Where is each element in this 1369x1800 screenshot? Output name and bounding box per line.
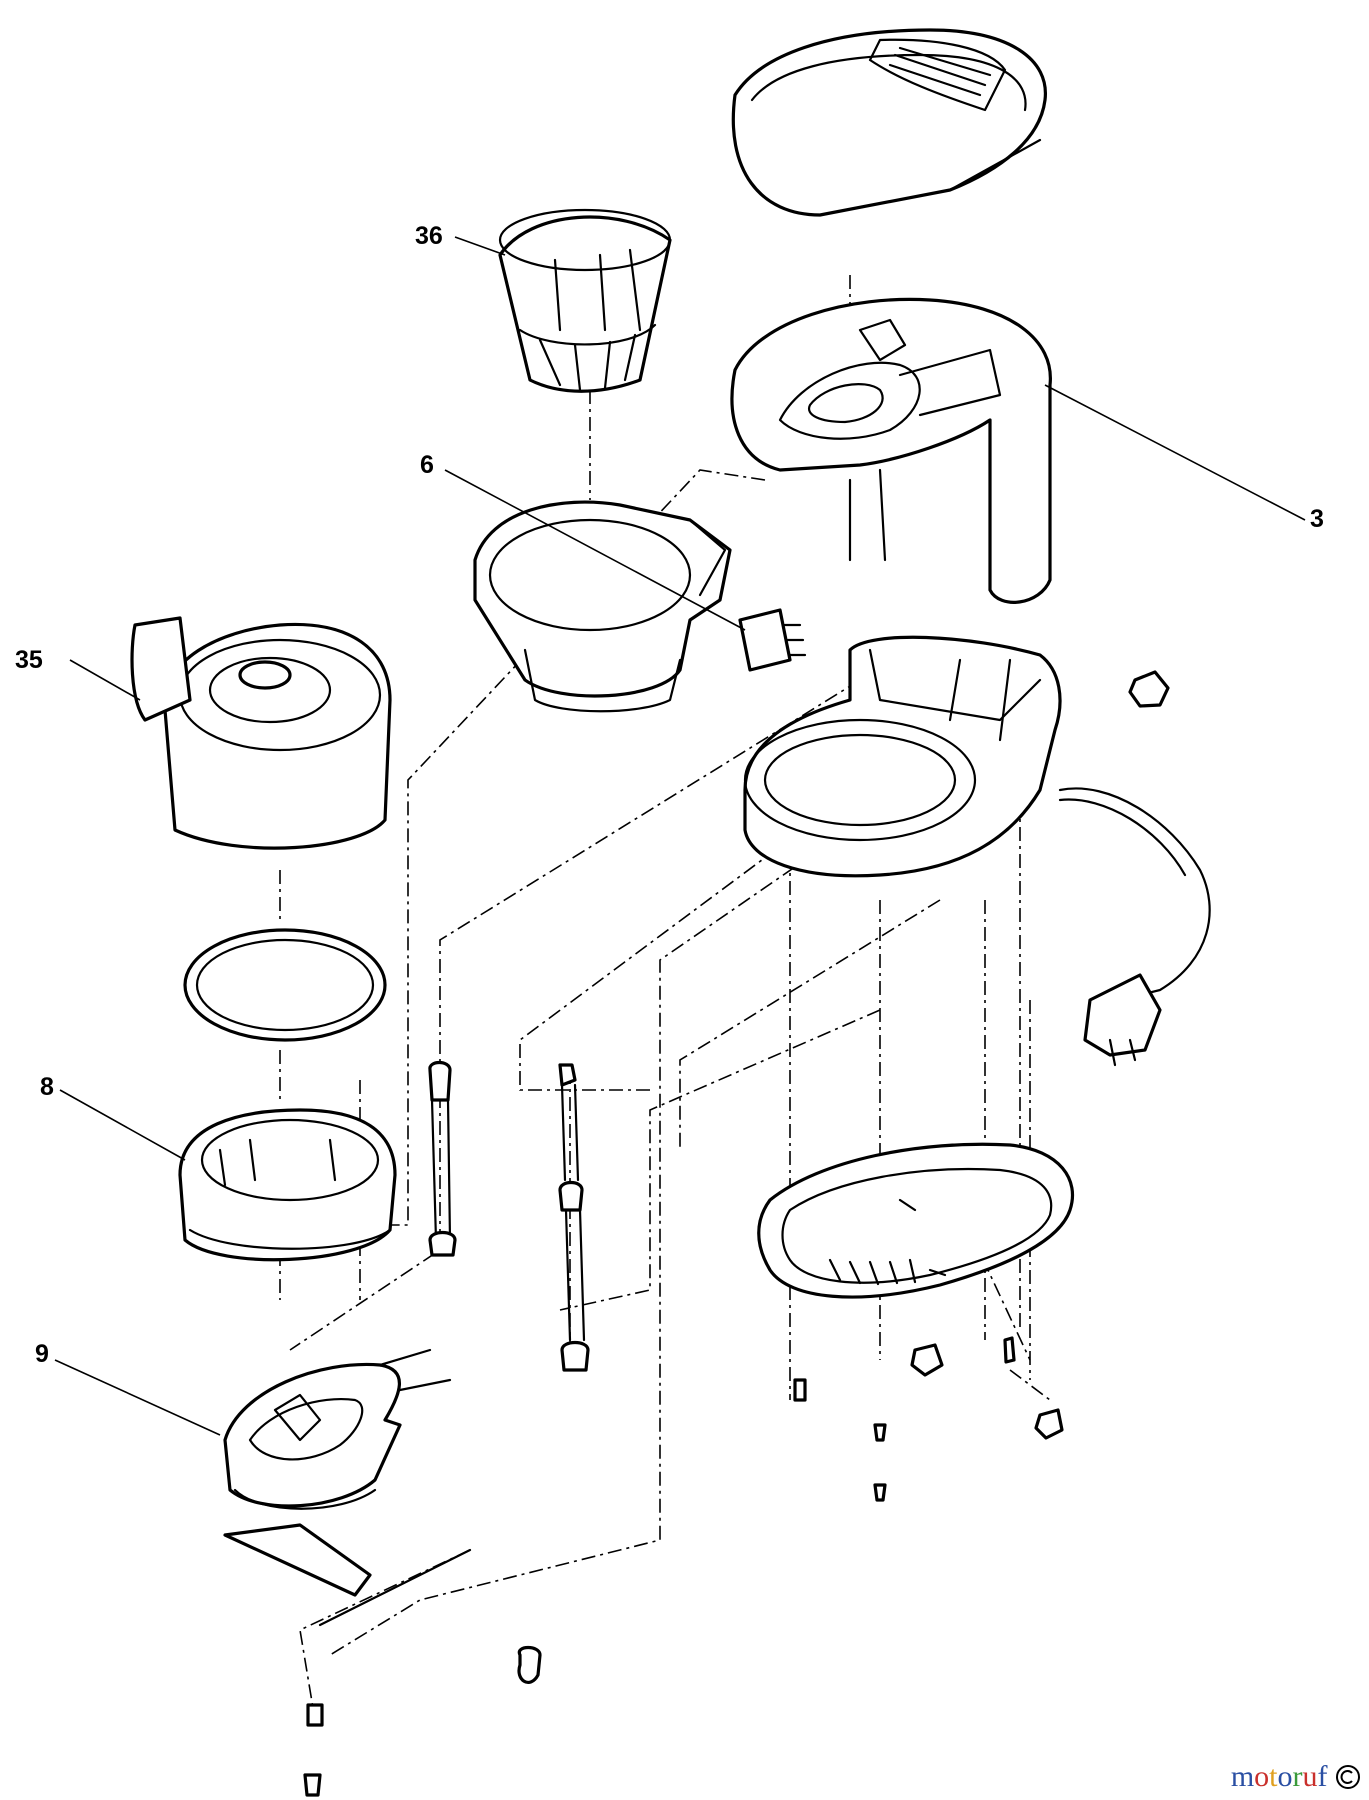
callout-9: 9 bbox=[35, 1340, 49, 1368]
part-36-filter-basket bbox=[498, 208, 672, 393]
callout-labels: 36 6 3 35 8 9 bbox=[15, 222, 1324, 1368]
part-6-basket-holder bbox=[473, 500, 732, 713]
watermark-text: motoruf bbox=[1230, 1760, 1328, 1793]
heating-tube-middle bbox=[558, 1063, 590, 1372]
watermark-logo: motoruf bbox=[1231, 1760, 1361, 1794]
copyright-badge-icon bbox=[1336, 1765, 1360, 1789]
callout-6: 6 bbox=[420, 451, 434, 479]
callout-36: 36 bbox=[415, 222, 443, 250]
feet-and-screws bbox=[793, 1336, 1064, 1502]
switch-component bbox=[738, 608, 807, 672]
part-35-carafe bbox=[130, 616, 392, 850]
heating-tube-left bbox=[428, 1060, 457, 1257]
part-3-upper-housing bbox=[730, 297, 1052, 604]
assembly-guide-lines bbox=[279, 275, 1051, 1721]
part-8-warming-ring bbox=[178, 1108, 397, 1262]
mounting-bracket bbox=[223, 1523, 542, 1797]
gasket-ring bbox=[183, 928, 387, 1042]
callout-leaders bbox=[54, 236, 1306, 1436]
callout-8: 8 bbox=[40, 1073, 54, 1101]
top-lid bbox=[731, 28, 1047, 217]
callout-3: 3 bbox=[1310, 505, 1324, 533]
part-9-heater-assembly bbox=[223, 1348, 452, 1510]
base-housing bbox=[743, 635, 1211, 1002]
nut-component bbox=[1128, 670, 1170, 708]
power-plug bbox=[1083, 973, 1162, 1067]
bottom-plate bbox=[757, 1142, 1075, 1299]
callout-35: 35 bbox=[15, 646, 43, 674]
